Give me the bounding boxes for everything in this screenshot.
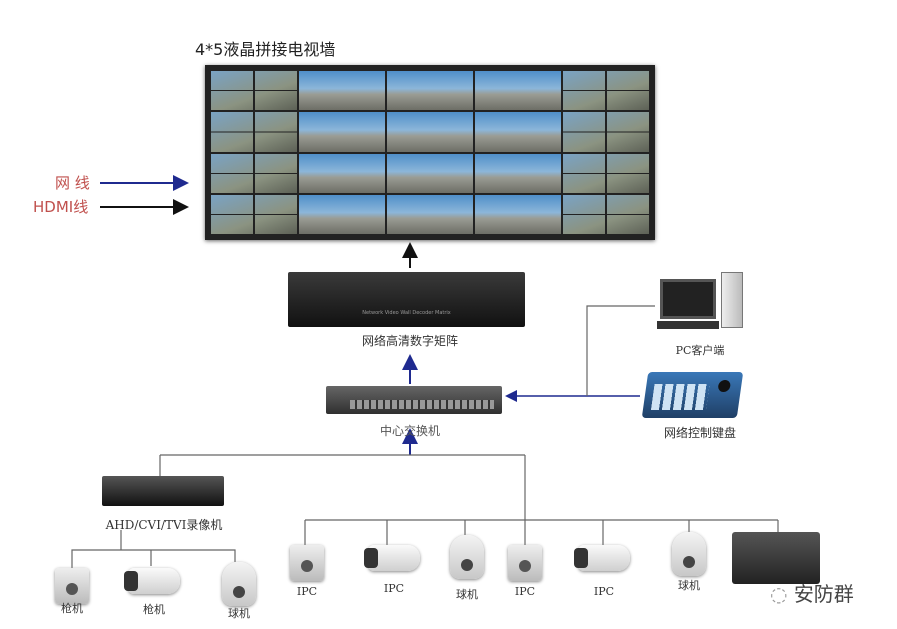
wall-tile bbox=[299, 71, 385, 111]
bullet-camera bbox=[124, 568, 180, 594]
wall-tile bbox=[211, 112, 297, 152]
camera-label: IPC bbox=[514, 585, 536, 598]
switch-ports bbox=[350, 400, 494, 409]
matrix-label: 网络高清数字矩阵 bbox=[361, 334, 459, 348]
pc-tower bbox=[721, 272, 743, 328]
switch-device bbox=[326, 386, 502, 414]
wall-tile bbox=[299, 153, 385, 193]
wall-tile bbox=[475, 112, 561, 152]
camera-label: 枪机 bbox=[61, 602, 83, 615]
wall-tile bbox=[563, 153, 649, 193]
pc-line bbox=[586, 305, 655, 396]
camera-label: 球机 bbox=[456, 588, 478, 601]
lcd-video-wall bbox=[205, 65, 655, 240]
wall-tile bbox=[475, 71, 561, 111]
camera-label: 球机 bbox=[678, 579, 700, 592]
wall-tile bbox=[299, 194, 385, 234]
legend-network-label: 网 线 bbox=[55, 174, 90, 192]
joystick bbox=[717, 380, 732, 392]
control-keyboard-device bbox=[641, 372, 744, 418]
box-camera bbox=[290, 545, 324, 581]
wall-tile bbox=[563, 194, 649, 234]
dome-camera bbox=[450, 535, 484, 579]
watermark: ◌ 安防群 bbox=[770, 582, 854, 606]
wall-tile bbox=[563, 71, 649, 111]
wechat-icon: ◌ bbox=[770, 582, 794, 606]
camera-label: IPC bbox=[593, 585, 615, 598]
wall-tile bbox=[211, 153, 297, 193]
pc-monitor bbox=[660, 279, 716, 319]
bullet-camera bbox=[364, 545, 420, 571]
wall-tile bbox=[475, 194, 561, 234]
wall-tile bbox=[211, 71, 297, 111]
pc-label: PC客户端 bbox=[675, 344, 725, 357]
video-wall-title: 4*5液晶拼接电视墙 bbox=[195, 40, 336, 59]
camera-label: IPC bbox=[383, 582, 405, 595]
box-camera bbox=[508, 545, 542, 581]
pc-keyboard bbox=[657, 321, 719, 329]
switch-label: 中心交换机 bbox=[379, 424, 441, 438]
wall-tile bbox=[387, 153, 473, 193]
keyboard-label: 网络控制键盘 bbox=[663, 426, 737, 440]
camera-label: 枪机 bbox=[143, 603, 165, 616]
wall-tile bbox=[563, 112, 649, 152]
camera-label: 球机 bbox=[228, 607, 250, 620]
camera-label: IPC bbox=[296, 585, 318, 598]
matrix-panel-text: Network Video Wall Decoder Matrix bbox=[362, 310, 451, 316]
bullet-camera bbox=[574, 545, 630, 571]
box-camera bbox=[55, 568, 89, 604]
wall-tile bbox=[211, 194, 297, 234]
keyboard-keys bbox=[650, 384, 710, 410]
wall-tile bbox=[299, 112, 385, 152]
wall-tile bbox=[387, 71, 473, 111]
matrix-device: Network Video Wall Decoder Matrix bbox=[288, 272, 525, 327]
legend-hdmi-label: HDMI线 bbox=[33, 198, 89, 216]
dome-camera bbox=[672, 532, 706, 576]
wall-tile bbox=[387, 194, 473, 234]
dvr-device bbox=[102, 476, 224, 506]
wall-tile bbox=[387, 112, 473, 152]
nvr-server-device bbox=[732, 532, 820, 584]
dome-camera bbox=[222, 562, 256, 606]
wall-tile bbox=[475, 153, 561, 193]
dvr-label: AHD/CVI/TVI录像机 bbox=[105, 518, 223, 532]
